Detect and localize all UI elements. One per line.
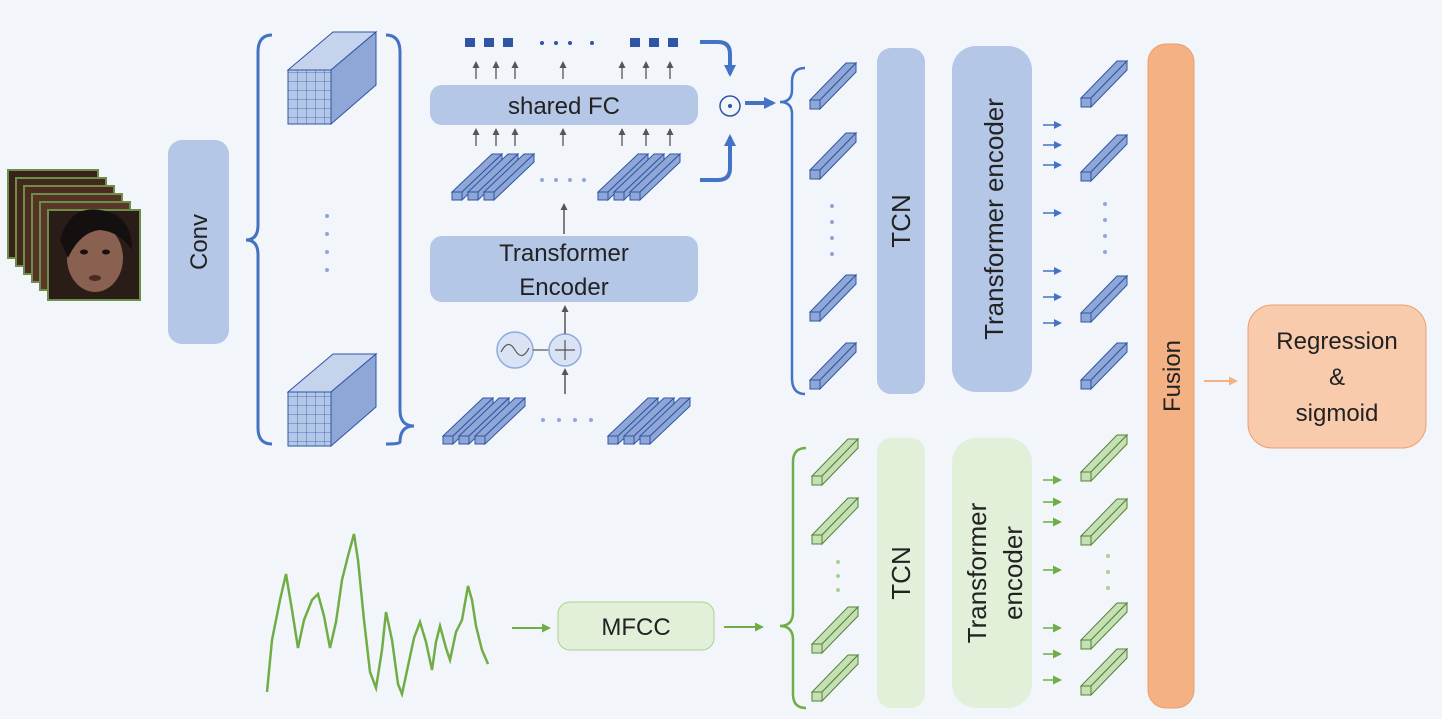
visual-output-ellipsis <box>1103 202 1107 254</box>
input-face-frames <box>7 169 141 301</box>
audio-frame-ellipsis <box>836 560 840 592</box>
audio-frame-tokens <box>810 437 860 703</box>
feature-map-brace <box>245 33 415 446</box>
transformer-encoder-audio-label-line1: Transformer <box>962 502 992 643</box>
visual-output-arrows <box>1043 121 1062 327</box>
mfcc-label: MFCC <box>601 614 670 641</box>
regression-label-line1: Regression <box>1276 328 1397 355</box>
transformer-encoder-audio-label-line2: encoder <box>998 526 1028 620</box>
fc-input-arrows <box>472 128 674 146</box>
tcn-visual-label: TCN <box>886 194 916 247</box>
transformer-encoder-label-line1: Transformer <box>499 240 629 267</box>
audio-output-arrows <box>1043 475 1062 685</box>
positional-encoding <box>496 305 582 394</box>
input-token-sequence <box>441 396 692 446</box>
tcn-audio-label: TCN <box>886 546 916 599</box>
visual-frame-brace <box>779 66 806 396</box>
regression-label-line2: & <box>1329 364 1345 391</box>
attention-weights <box>465 38 678 47</box>
odot-icon <box>719 95 741 117</box>
elementwise-product <box>700 40 776 182</box>
shared-fc-block: shared FC <box>430 85 698 125</box>
face-image <box>67 224 123 292</box>
encoded-token-sequence <box>450 152 682 202</box>
feature-cube-top <box>286 30 378 126</box>
conv-label: Conv <box>186 214 213 270</box>
tcn-audio-block: TCN <box>877 438 925 708</box>
input-token-ellipsis <box>541 418 593 422</box>
regression-label-line3: sigmoid <box>1296 400 1379 427</box>
tcn-visual-block: TCN <box>877 48 925 394</box>
feature-cube-ellipsis <box>325 214 329 272</box>
fusion-block: Fusion <box>1147 43 1195 709</box>
visual-frame-ellipsis <box>830 204 834 256</box>
transformer-encoder-visual-label: Transformer encoder <box>979 98 1009 340</box>
transformer-encoder-audio-block: Transformer encoder <box>952 438 1032 708</box>
conv-block: Conv <box>168 140 229 344</box>
audio-output-tokens <box>1079 433 1129 697</box>
encoded-token-ellipsis <box>540 178 586 182</box>
transformer-encoder-block: Transformer Encoder <box>430 236 698 302</box>
audio-output-ellipsis <box>1106 554 1110 590</box>
feature-cube-bottom <box>286 352 378 448</box>
fc-output-arrows <box>472 61 674 79</box>
visual-output-tokens <box>1079 59 1129 391</box>
transformer-encoder-label-line2: Encoder <box>519 274 608 301</box>
transformer-encoder-visual-block: Transformer encoder <box>952 46 1032 392</box>
audio-frame-brace <box>779 446 807 710</box>
visual-frame-tokens <box>808 61 858 391</box>
shared-fc-label: shared FC <box>508 93 620 120</box>
fusion-label: Fusion <box>1159 340 1186 412</box>
audio-waveform <box>265 533 490 699</box>
regression-block: Regression & sigmoid <box>1247 304 1427 449</box>
mfcc-block: MFCC <box>557 601 715 651</box>
